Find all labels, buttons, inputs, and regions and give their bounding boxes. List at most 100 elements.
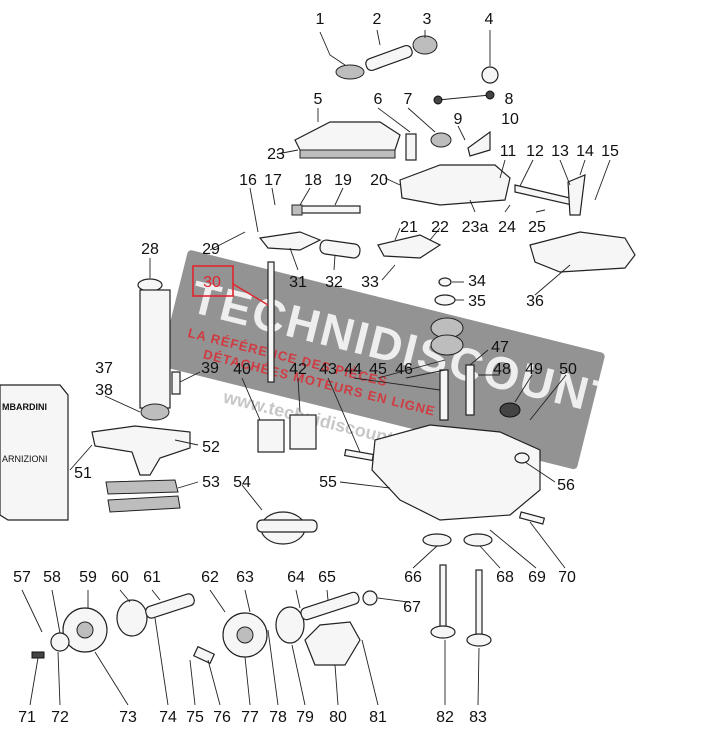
part-number: 23a bbox=[462, 219, 489, 236]
part-number: 45 bbox=[369, 361, 387, 378]
part-number: 59 bbox=[79, 569, 97, 586]
clamp-part bbox=[335, 64, 365, 80]
part-number: 15 bbox=[601, 143, 619, 160]
part-number: 47 bbox=[491, 339, 509, 356]
part-number: 14 bbox=[576, 143, 594, 160]
rocker-arm-33 bbox=[377, 234, 442, 259]
shaft-13-part bbox=[514, 184, 573, 206]
part-number: 23 bbox=[267, 146, 285, 163]
ring-lug-part bbox=[481, 66, 499, 84]
highlight-30: 30 bbox=[192, 265, 269, 306]
part-number: 9 bbox=[454, 111, 463, 128]
cap-nut-part bbox=[430, 132, 452, 148]
part-number: 12 bbox=[526, 143, 544, 160]
part-number: 62 bbox=[201, 569, 219, 586]
rocker-arm-31 bbox=[258, 231, 322, 251]
washer-67 bbox=[362, 590, 378, 606]
part-number: 22 bbox=[431, 219, 449, 236]
part-number: 60 bbox=[111, 569, 129, 586]
part-number: 70 bbox=[558, 569, 576, 586]
part-number: 63 bbox=[236, 569, 254, 586]
part-number: 73 bbox=[119, 709, 137, 726]
shaft-61 bbox=[145, 593, 195, 619]
part-number: 10 bbox=[501, 111, 519, 128]
breather-union-part bbox=[412, 35, 438, 55]
part-number: 2 bbox=[373, 11, 382, 28]
valve-82 bbox=[439, 564, 447, 631]
part-number: 25 bbox=[528, 219, 546, 236]
part-number: 79 bbox=[296, 709, 314, 726]
part-number: 55 bbox=[319, 474, 337, 491]
part-number: 65 bbox=[318, 569, 336, 586]
part-number: 53 bbox=[202, 474, 220, 491]
part-number: 57 bbox=[13, 569, 31, 586]
part-number: 37 bbox=[95, 360, 113, 377]
part-number: 46 bbox=[395, 361, 413, 378]
part-number: 4 bbox=[485, 11, 494, 28]
part-number: 29 bbox=[202, 241, 220, 258]
shaft-65 bbox=[300, 591, 360, 621]
bearing-60 bbox=[116, 599, 148, 637]
bearing-79 bbox=[275, 606, 305, 644]
part-number: 32 bbox=[325, 274, 343, 291]
gasket-box-label: ARNIZIONI bbox=[2, 454, 48, 464]
part-number: 20 bbox=[370, 172, 388, 189]
bracket-part bbox=[467, 130, 491, 157]
part-number: 17 bbox=[264, 172, 282, 189]
rocker-cover-36 bbox=[529, 231, 636, 273]
valve-seat-68 bbox=[463, 533, 493, 547]
part-number: 76 bbox=[213, 709, 231, 726]
part-number: 36 bbox=[526, 293, 544, 310]
part-number: 68 bbox=[496, 569, 514, 586]
tappet-block-51 bbox=[91, 425, 191, 476]
part-number: 56 bbox=[557, 477, 575, 494]
push-rod-tube-28 bbox=[139, 289, 171, 409]
highlight-box bbox=[192, 265, 234, 297]
part-number: 40 bbox=[233, 361, 251, 378]
rocker-cover-right bbox=[399, 164, 511, 206]
part-number: 6 bbox=[374, 91, 383, 108]
part-number: 8 bbox=[505, 91, 514, 108]
part-number: 34 bbox=[468, 273, 486, 290]
gasket-box-brand: MBARDINI bbox=[2, 402, 47, 412]
part-number: 50 bbox=[559, 361, 577, 378]
part-number: 61 bbox=[143, 569, 161, 586]
part-number-labels: 1 2 3 4 5 6 7 8 9 10 11 12 13 14 15 16 1… bbox=[13, 11, 619, 726]
lever-14-part bbox=[567, 174, 586, 216]
part-number: 51 bbox=[74, 465, 92, 482]
tappet-40 bbox=[257, 419, 285, 453]
tappet-42 bbox=[289, 414, 317, 450]
part-number: 66 bbox=[404, 569, 422, 586]
part-number: 44 bbox=[344, 361, 362, 378]
part-number: 71 bbox=[18, 709, 36, 726]
rocker-shaft-32 bbox=[319, 239, 361, 259]
part-number: 21 bbox=[400, 219, 418, 236]
valve-83 bbox=[475, 569, 483, 639]
part-number: 1 bbox=[316, 11, 325, 28]
valve-seat-66 bbox=[422, 533, 452, 547]
part-number: 82 bbox=[436, 709, 454, 726]
part-number: 72 bbox=[51, 709, 69, 726]
part-number: 24 bbox=[498, 219, 516, 236]
part-number: 35 bbox=[468, 293, 486, 310]
cylinder-head-55 bbox=[371, 424, 541, 521]
part-drawings bbox=[31, 35, 636, 666]
screw-39-part bbox=[171, 371, 181, 395]
part-number: 78 bbox=[269, 709, 287, 726]
part-number: 18 bbox=[304, 172, 322, 189]
highlight-number: 30 bbox=[203, 274, 221, 291]
breather-hose-part bbox=[365, 44, 413, 72]
part-number: 16 bbox=[239, 172, 257, 189]
cover-bolt-part bbox=[405, 133, 417, 161]
part-number: 28 bbox=[141, 241, 159, 258]
part-number: 43 bbox=[319, 361, 337, 378]
part-number: 13 bbox=[551, 143, 569, 160]
push-rod-30 bbox=[267, 261, 275, 383]
part-number: 54 bbox=[233, 474, 251, 491]
part-number: 69 bbox=[528, 569, 546, 586]
part-number: 64 bbox=[287, 569, 305, 586]
part-number: 58 bbox=[43, 569, 61, 586]
part-number: 5 bbox=[314, 91, 323, 108]
washer-58 bbox=[50, 632, 70, 652]
